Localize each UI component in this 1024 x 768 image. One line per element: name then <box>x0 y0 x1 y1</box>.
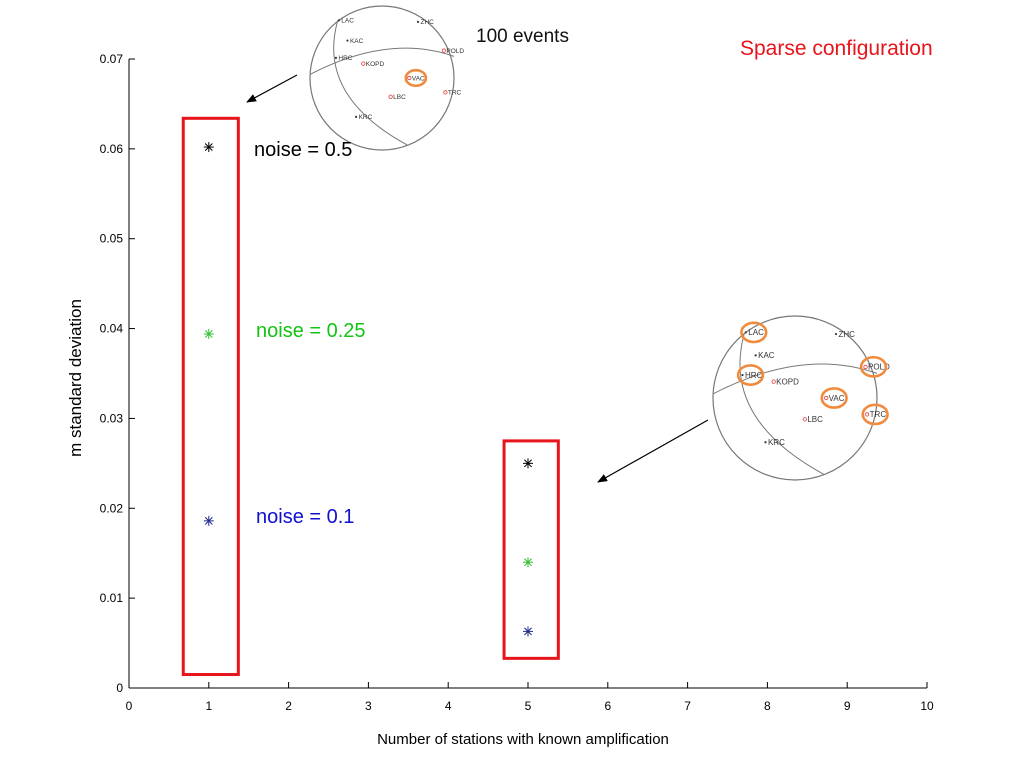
known-station-ring <box>404 68 428 88</box>
x-tick-label: 8 <box>764 699 771 713</box>
data-point-series-0 <box>203 142 214 153</box>
x-tick-label: 3 <box>365 699 372 713</box>
x-tick-label: 1 <box>205 699 212 713</box>
station-label: HRC <box>338 55 352 62</box>
station-label: LAC <box>341 18 354 25</box>
highlight-boxes <box>181 116 560 677</box>
y-tick-label: 0.06 <box>100 142 124 156</box>
x-tick-label: 10 <box>920 699 934 713</box>
station-marker <box>443 90 448 95</box>
station-label: KAC <box>758 351 775 360</box>
arrow-to-box-5 <box>597 419 709 483</box>
station-marker <box>824 395 829 401</box>
station-marker <box>834 332 838 336</box>
y-tick-label: 0.03 <box>100 411 124 425</box>
station-label: KOPD <box>366 61 385 68</box>
station-label: ZHC <box>421 19 435 26</box>
chart-title: Sparse configuration <box>740 37 933 60</box>
station-label: POLD <box>446 48 464 55</box>
station-label: LAC <box>748 328 764 337</box>
annotation-arrows <box>246 74 709 483</box>
arrow-to-box-1 <box>246 74 298 103</box>
known-station-ring <box>820 387 848 409</box>
station-label: KRC <box>768 438 785 447</box>
known-station-ring <box>861 403 889 426</box>
map-arc <box>739 333 824 475</box>
y-tick-label: 0.01 <box>100 591 124 605</box>
x-axis-label: Number of stations with known amplificat… <box>377 731 669 748</box>
x-tick-label: 5 <box>525 699 532 713</box>
station-label: ZHC <box>839 330 856 339</box>
data-point-series-1 <box>203 328 214 339</box>
station-label: LBC <box>393 94 406 101</box>
station-label: HRC <box>745 371 763 380</box>
y-tick-label: 0.04 <box>100 322 124 336</box>
station-marker <box>361 61 366 66</box>
station-marker <box>334 56 338 59</box>
plot-axes: 0 1 2 3 4 5 6 7 8 9 10 0 0.01 0.02 0.03 0.04 0.05 0.06 0.0… <box>100 52 934 713</box>
map-arc <box>712 363 878 395</box>
station-label: VAC <box>412 75 425 82</box>
station-marker <box>407 75 412 81</box>
map-outline <box>309 5 455 151</box>
station-label: TRC <box>448 90 462 97</box>
station-marker <box>388 94 393 99</box>
y-axis-label: m standard deviation <box>66 299 85 457</box>
station-marker <box>744 331 747 334</box>
station-marker <box>865 412 870 417</box>
noise-label-0.1: noise = 0.1 <box>256 506 355 528</box>
station-label: POLD <box>868 363 890 372</box>
station-marker <box>416 20 420 23</box>
station-label: VAC <box>829 394 845 403</box>
station-marker <box>802 417 807 422</box>
x-tick-label: 4 <box>445 699 452 713</box>
station-label: KRC <box>359 114 373 121</box>
station-label: LBC <box>807 415 823 424</box>
x-tick-label: 6 <box>604 699 611 713</box>
x-tick-label: 7 <box>684 699 691 713</box>
station-marker <box>754 354 757 357</box>
y-tick-label: 0.02 <box>100 501 124 515</box>
map-outline <box>712 315 878 481</box>
station-label: TRC <box>870 410 887 419</box>
station-marker <box>863 364 868 369</box>
data-point-series-2 <box>203 515 214 526</box>
data-markers <box>203 142 533 637</box>
noise-label-0.5: noise = 0.5 <box>254 139 353 161</box>
y-tick-label: 0.05 <box>100 232 124 246</box>
known-station-ring <box>859 355 888 378</box>
station-label: KAC <box>350 38 364 45</box>
x-tick-label: 9 <box>844 699 851 713</box>
highlight-box-1 <box>181 116 240 677</box>
x-tick-label: 0 <box>126 699 133 713</box>
map-arc <box>333 21 408 146</box>
data-point-series-0 <box>523 458 533 469</box>
known-station-ring <box>736 364 765 386</box>
highlight-box-5 <box>502 439 560 660</box>
known-station-ring <box>740 321 768 344</box>
events-annotation: 100 events <box>476 26 569 47</box>
data-point-series-1 <box>523 557 533 568</box>
y-tick-label: 0.07 <box>100 52 124 66</box>
station-marker <box>771 379 776 384</box>
station-marker <box>354 115 358 118</box>
data-point-series-2 <box>523 626 533 637</box>
station-marker <box>346 39 349 42</box>
map-arc <box>309 47 455 75</box>
x-tick-label: 2 <box>285 699 292 713</box>
station-map-inset-1: LAC ZHC KAC POLD HRC KOPD VAC TRC LBC KRC <box>309 5 464 151</box>
station-marker <box>337 19 340 22</box>
station-label: KOPD <box>776 377 799 386</box>
station-map-inset-5: LAC ZHC KAC POLD HRC KOPD VAC TRC LBC KRC <box>712 315 890 481</box>
noise-label-0.25: noise = 0.25 <box>256 320 366 342</box>
station-marker <box>441 48 447 53</box>
y-tick-label: 0 <box>116 681 123 695</box>
station-marker <box>764 441 767 444</box>
station-marker <box>741 373 744 377</box>
station-maps: LAC ZHC KAC POLD HRC KOPD VAC TRC LBC KRC LAC ZHC KA… <box>309 5 890 481</box>
